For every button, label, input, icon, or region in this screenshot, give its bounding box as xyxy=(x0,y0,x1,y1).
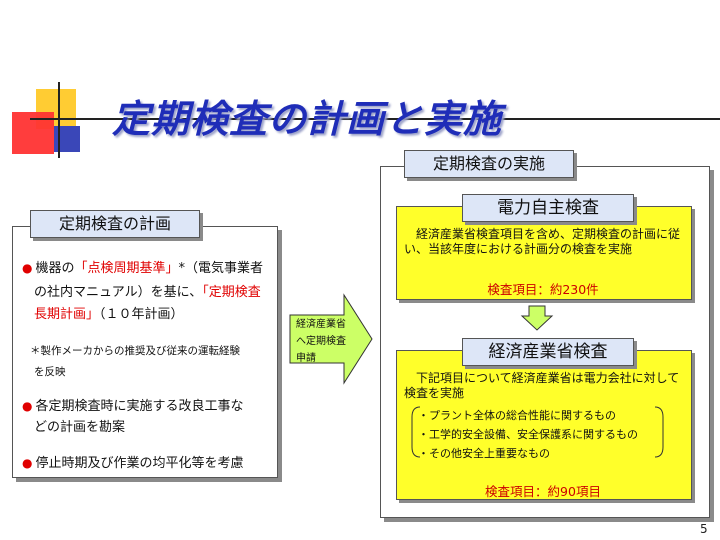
plan-item-2-line-2: どの計画を勘案 xyxy=(34,420,126,435)
bullet-icon: ● xyxy=(22,261,33,275)
plan-item-1-text-a: 機器の xyxy=(35,261,75,276)
bracket-icon xyxy=(411,406,664,458)
plan-note-line-1: ＊製作メーカからの推奨及び従来の運転経験 xyxy=(30,345,240,357)
title-underline xyxy=(30,118,720,120)
arrow-label-line-2: へ定期検査 xyxy=(296,336,346,347)
plan-item-1-highlight: 「点検周期基準」 xyxy=(74,261,179,276)
plan-item-1-line-2: の社内マニュアル）を基に、「定期検査 xyxy=(34,280,261,306)
bullet-icon: ● xyxy=(22,456,33,470)
arrow-label: 経済産業省 へ定期検査 申請 xyxy=(296,316,358,367)
down-arrow-icon xyxy=(520,305,554,331)
plan-item-1-highlight-2: 「定期検査 xyxy=(202,285,261,300)
plan-item-1-text-b: *（電気事業者 xyxy=(178,261,264,276)
self-inspection-text: 経済産業省検査項目を含め、定期検査の計画に従い、当該年度における計画分の検査を実… xyxy=(404,227,681,256)
plan-item-1-highlight-3: 長期計画」 xyxy=(34,307,100,322)
self-inspection-title: 電力自主検査 xyxy=(462,194,634,222)
plan-item-3-text: 停止時期及び作業の均平化等を考慮 xyxy=(35,456,244,471)
implementation-panel-header: 定期検査の実施 xyxy=(404,150,574,178)
plan-item-1-line-3: 長期計画」（１０年計画） xyxy=(34,302,184,328)
plan-note-line-2: を反映 xyxy=(34,366,66,378)
plan-panel-header: 定期検査の計画 xyxy=(30,210,200,238)
ministry-inspection-text: 下記項目について経済産業省は電力会社に対して検査を実施 xyxy=(404,371,680,400)
plan-item-1: ●機器の「点検周期基準」*（電気事業者 xyxy=(22,255,263,282)
arrow-label-line-3: 申請 xyxy=(296,353,316,364)
plan-item-2: ●各定期検査時に実施する改良工事な xyxy=(22,393,244,420)
ministry-inspection-title: 経済産業省検査 xyxy=(462,338,634,366)
page-number: 5 xyxy=(700,522,708,536)
right-arrow-icon xyxy=(289,293,373,385)
ministry-inspection-count: 検査項目：約90項目 xyxy=(485,484,601,499)
plan-item-3: ●停止時期及び作業の均平化等を考慮 xyxy=(22,450,244,477)
logo-vertical-line xyxy=(58,82,60,158)
plan-item-2-text: 各定期検査時に実施する改良工事な xyxy=(35,399,244,414)
ministry-subitem-1: ・プラント全体の総合性能に関するもの xyxy=(418,409,616,422)
self-inspection-count: 検査項目：約230件 xyxy=(487,282,599,297)
ministry-subitem-2: ・工学的安全設備、安全保護系に関するもの xyxy=(418,428,638,441)
plan-item-1-text-d: （１０年計画） xyxy=(99,307,184,322)
arrow-label-line-1: 経済産業省 xyxy=(296,319,346,330)
bullet-icon: ● xyxy=(22,399,33,413)
slide-title: 定期検査の計画と実施 xyxy=(112,97,503,141)
ministry-subitem-3: ・その他安全上重要なもの xyxy=(418,447,550,460)
plan-item-1-text-c: の社内マニュアル）を基に、 xyxy=(34,285,203,300)
